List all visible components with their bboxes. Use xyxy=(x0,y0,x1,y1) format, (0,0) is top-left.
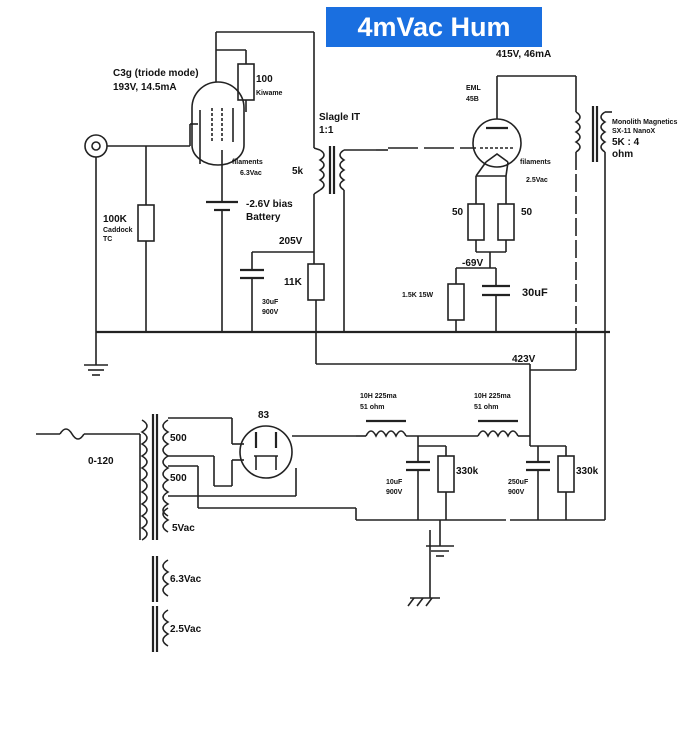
cathode-cap-30uf xyxy=(482,284,510,297)
bleeder-resistor-2 xyxy=(557,455,575,493)
interstage-transformer xyxy=(318,146,346,194)
grid-resistor-label: 100K xyxy=(103,214,128,225)
choke-1-resistance: 51 ohm xyxy=(360,404,385,411)
opt-ratio: 5K : 4 xyxy=(612,137,640,148)
input-filaments-voltage: 6.3Vac xyxy=(240,170,262,177)
hum-balance-resistor-b xyxy=(497,203,515,241)
filter-cap-250uf-rating: 900V xyxy=(508,489,525,496)
filter-cap-250uf xyxy=(526,460,550,472)
title-banner: 4mVac Hum xyxy=(326,7,542,47)
filament-winding-2v5: 2.5Vac xyxy=(170,624,202,635)
cap-30uf-value: 30uF xyxy=(262,299,279,306)
choke-1-inductance: 10H 225ma xyxy=(360,393,397,400)
output-transformer xyxy=(574,106,607,162)
anode-resistor-label: 100 xyxy=(256,74,273,85)
dropping-resistor-label: 11K xyxy=(284,277,303,288)
dropping-resistor-11k xyxy=(307,263,325,301)
output-op-label: 415V, 46mA xyxy=(496,49,551,60)
bleeder-resistor-2-label: 330k xyxy=(576,466,599,477)
input-tube-label: C3g (triode mode) xyxy=(113,68,199,79)
cap-30uf-rating: 900V xyxy=(262,309,279,316)
filter-cap-250uf-value: 250uF xyxy=(508,479,529,486)
power-transformer xyxy=(140,414,170,541)
bleeder-resistor-1 xyxy=(437,455,455,493)
rectifier-label: 83 xyxy=(258,410,270,421)
opt-ohm: ohm xyxy=(612,149,633,160)
choke-1 xyxy=(365,419,407,438)
output-tube-type: 45B xyxy=(466,96,479,103)
it-impedance-label: 5k xyxy=(292,166,304,177)
output-tube-brand: EML xyxy=(466,85,482,92)
hum-balance-b-label: 50 xyxy=(521,207,533,218)
grid-resistor xyxy=(137,204,155,242)
bias-voltage-label: -2.6V bias xyxy=(246,199,293,210)
rectifier-tube-83 xyxy=(239,425,293,479)
hv-winding-2: 500 xyxy=(170,473,187,484)
hum-balance-resistor-a xyxy=(467,203,485,241)
fuse-symbol xyxy=(59,428,85,440)
choke-2 xyxy=(477,419,519,438)
it-label: Slagle IT xyxy=(319,112,360,123)
anode-resistor-brand: Kiwame xyxy=(256,90,283,97)
grid-resistor-brand: Caddock xyxy=(103,227,133,234)
b-plus-423-label: 423V xyxy=(512,354,536,365)
opt-brand: Monolith Magnetics xyxy=(612,119,677,126)
filament-transformer-2v5 xyxy=(151,606,170,652)
filter-cap-10uf-value: 10uF xyxy=(386,479,403,486)
ground-symbol-input xyxy=(84,364,108,376)
cathode-cap-label: 30uF xyxy=(522,287,548,299)
choke-2-resistance: 51 ohm xyxy=(474,404,499,411)
grid-resistor-brand-tc: TC xyxy=(103,236,112,243)
it-ratio-label: 1:1 xyxy=(319,125,334,136)
input-filaments-label: filaments xyxy=(232,159,263,166)
cathode-resistor-1k5 xyxy=(447,283,465,321)
bias-battery xyxy=(206,200,238,212)
hv-winding-1: 500 xyxy=(170,433,187,444)
rectifier-heater-winding: 5Vac xyxy=(172,523,195,534)
output-cathode-voltage: -69V xyxy=(462,258,483,269)
b-plus-205-label: 205V xyxy=(279,236,303,247)
chassis-ground-symbol xyxy=(407,597,440,607)
cap-30uf-input xyxy=(240,268,264,280)
bleeder-resistor-1-label: 330k xyxy=(456,466,479,477)
choke-2-inductance: 10H 225ma xyxy=(474,393,511,400)
opt-model: SX-11 NanoX xyxy=(612,128,656,135)
filament-winding-6v3: 6.3Vac xyxy=(170,574,202,585)
mains-voltage-label: 0-120 xyxy=(88,456,114,467)
cathode-resistor-label: 1.5K 15W xyxy=(402,292,434,299)
output-tube-45b xyxy=(472,118,522,168)
output-filaments-voltage: 2.5Vac xyxy=(526,177,548,184)
input-tube-operating-point: 193V, 14.5mA xyxy=(113,82,177,93)
hum-balance-a-label: 50 xyxy=(452,207,464,218)
filter-cap-10uf-rating: 900V xyxy=(386,489,403,496)
output-filaments-label: filaments xyxy=(520,159,551,166)
bias-battery-label: Battery xyxy=(246,212,281,223)
input-tube-c3g xyxy=(189,81,245,166)
input-jack xyxy=(84,134,108,158)
filament-transformer-6v3 xyxy=(151,556,170,602)
filter-cap-10uf xyxy=(406,460,430,472)
